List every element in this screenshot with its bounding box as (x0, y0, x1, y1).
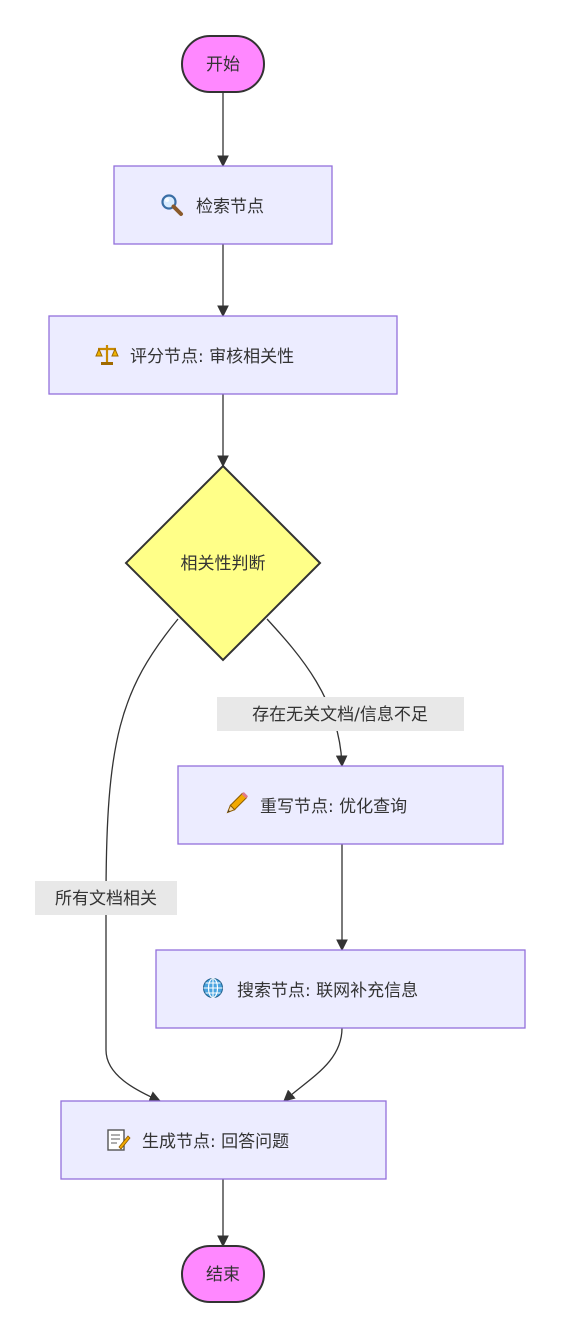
retrieve-node-shape (113, 165, 333, 245)
memo-icon (107, 1129, 131, 1151)
end-node-label: 结束 (206, 1265, 240, 1285)
retrieve-node-label: 检索节点 (196, 197, 264, 217)
start-node-shape (181, 35, 265, 93)
end-node: 结束 (181, 1245, 265, 1303)
decision-node-label: 相关性判断 (181, 554, 266, 574)
edges (105, 92, 348, 1248)
edge-websearch-to-generate (283, 1027, 343, 1102)
rewrite-node-label: 重写节点: 优化查询 (260, 797, 407, 817)
start-node: 开始 (181, 35, 265, 93)
grade-node: 评分节点: 审核相关性 (48, 315, 398, 395)
generate-node-label: 生成节点: 回答问题 (142, 1132, 289, 1152)
generate-node: 生成节点: 回答问题 (60, 1100, 387, 1180)
decision-node-shape (124, 464, 322, 662)
edge-label-all-relevant-text: 所有文档相关 (55, 889, 157, 909)
edge-decision-to-rewrite (266, 618, 348, 768)
grade-node-label: 评分节点: 审核相关性 (130, 347, 294, 367)
edge-label-irrelevant: 存在无关文档/信息不足 (217, 697, 464, 731)
rewrite-node: 重写节点: 优化查询 (177, 765, 504, 845)
edge-label-bg (35, 881, 177, 915)
websearch-node-label: 搜索节点: 联网补充信息 (237, 981, 418, 1001)
start-node-label: 开始 (206, 55, 240, 75)
retrieve-node: 检索节点 (113, 165, 333, 245)
decision-node: 相关性判断 (124, 464, 322, 662)
edge-label-bg (217, 697, 464, 731)
websearch-node: 搜索节点: 联网补充信息 (155, 949, 526, 1029)
globe-icon (203, 977, 223, 999)
scales-icon (95, 345, 119, 365)
end-node-shape (181, 1245, 265, 1303)
edge-decision-to-generate (105, 618, 179, 1103)
edge-label-irrelevant-text: 存在无关文档/信息不足 (252, 705, 428, 725)
magnifier-icon (161, 194, 183, 216)
edge-label-all-relevant: 所有文档相关 (35, 881, 177, 915)
pencil-icon (226, 791, 249, 814)
